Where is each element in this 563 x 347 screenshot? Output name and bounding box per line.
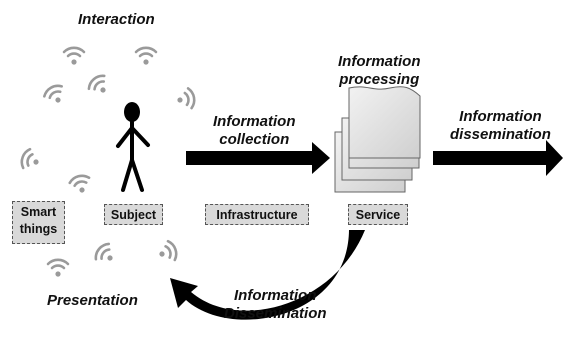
wifi-signal-icon (40, 81, 70, 109)
wifi-signal-icon (174, 86, 198, 112)
information-collection-line-2: collection (219, 131, 290, 148)
subject-box: Subject (104, 204, 163, 225)
information-collection-line-1: Information (213, 113, 296, 130)
wifi-signal-icon (17, 146, 44, 174)
stick-figure-icon (116, 102, 150, 192)
service-box: Service (348, 204, 408, 225)
smart-things-line-1: Smart (20, 205, 57, 219)
wifi-signal-icon (134, 46, 158, 66)
wifi-signal-icon (62, 46, 86, 66)
infrastructure-box: Infrastructure (205, 204, 309, 225)
information-collection-label: Information collection (213, 113, 296, 149)
dissemination-arrow (433, 140, 563, 176)
information-processing-line-1: Information (338, 53, 421, 70)
wifi-signal-icon (91, 239, 120, 269)
wifi-signal-icon (154, 238, 181, 266)
information-dissemination-bottom-line-1: Information (234, 287, 317, 304)
document-stack-icon (334, 86, 421, 193)
information-dissemination-right-line-1: Information (459, 108, 542, 125)
wifi-signal-icon (67, 172, 94, 197)
presentation-label: Presentation (47, 292, 138, 309)
interaction-label: Interaction (78, 11, 155, 28)
collection-arrow (186, 142, 330, 174)
information-processing-line-2: processing (339, 71, 420, 88)
wifi-signal-icon (46, 258, 70, 278)
smart-things-box: Smart things (12, 201, 65, 244)
wifi-signal-icon (84, 71, 114, 100)
smart-things-line-2: things (19, 222, 58, 236)
information-dissemination-right-label: Information dissemination (450, 108, 551, 144)
information-processing-label: Information processing (338, 53, 421, 89)
information-dissemination-bottom-line-2: Dissemination (224, 305, 327, 322)
information-dissemination-right-line-2: dissemination (450, 126, 551, 143)
information-dissemination-bottom-label: Information Dissemination (224, 287, 327, 323)
